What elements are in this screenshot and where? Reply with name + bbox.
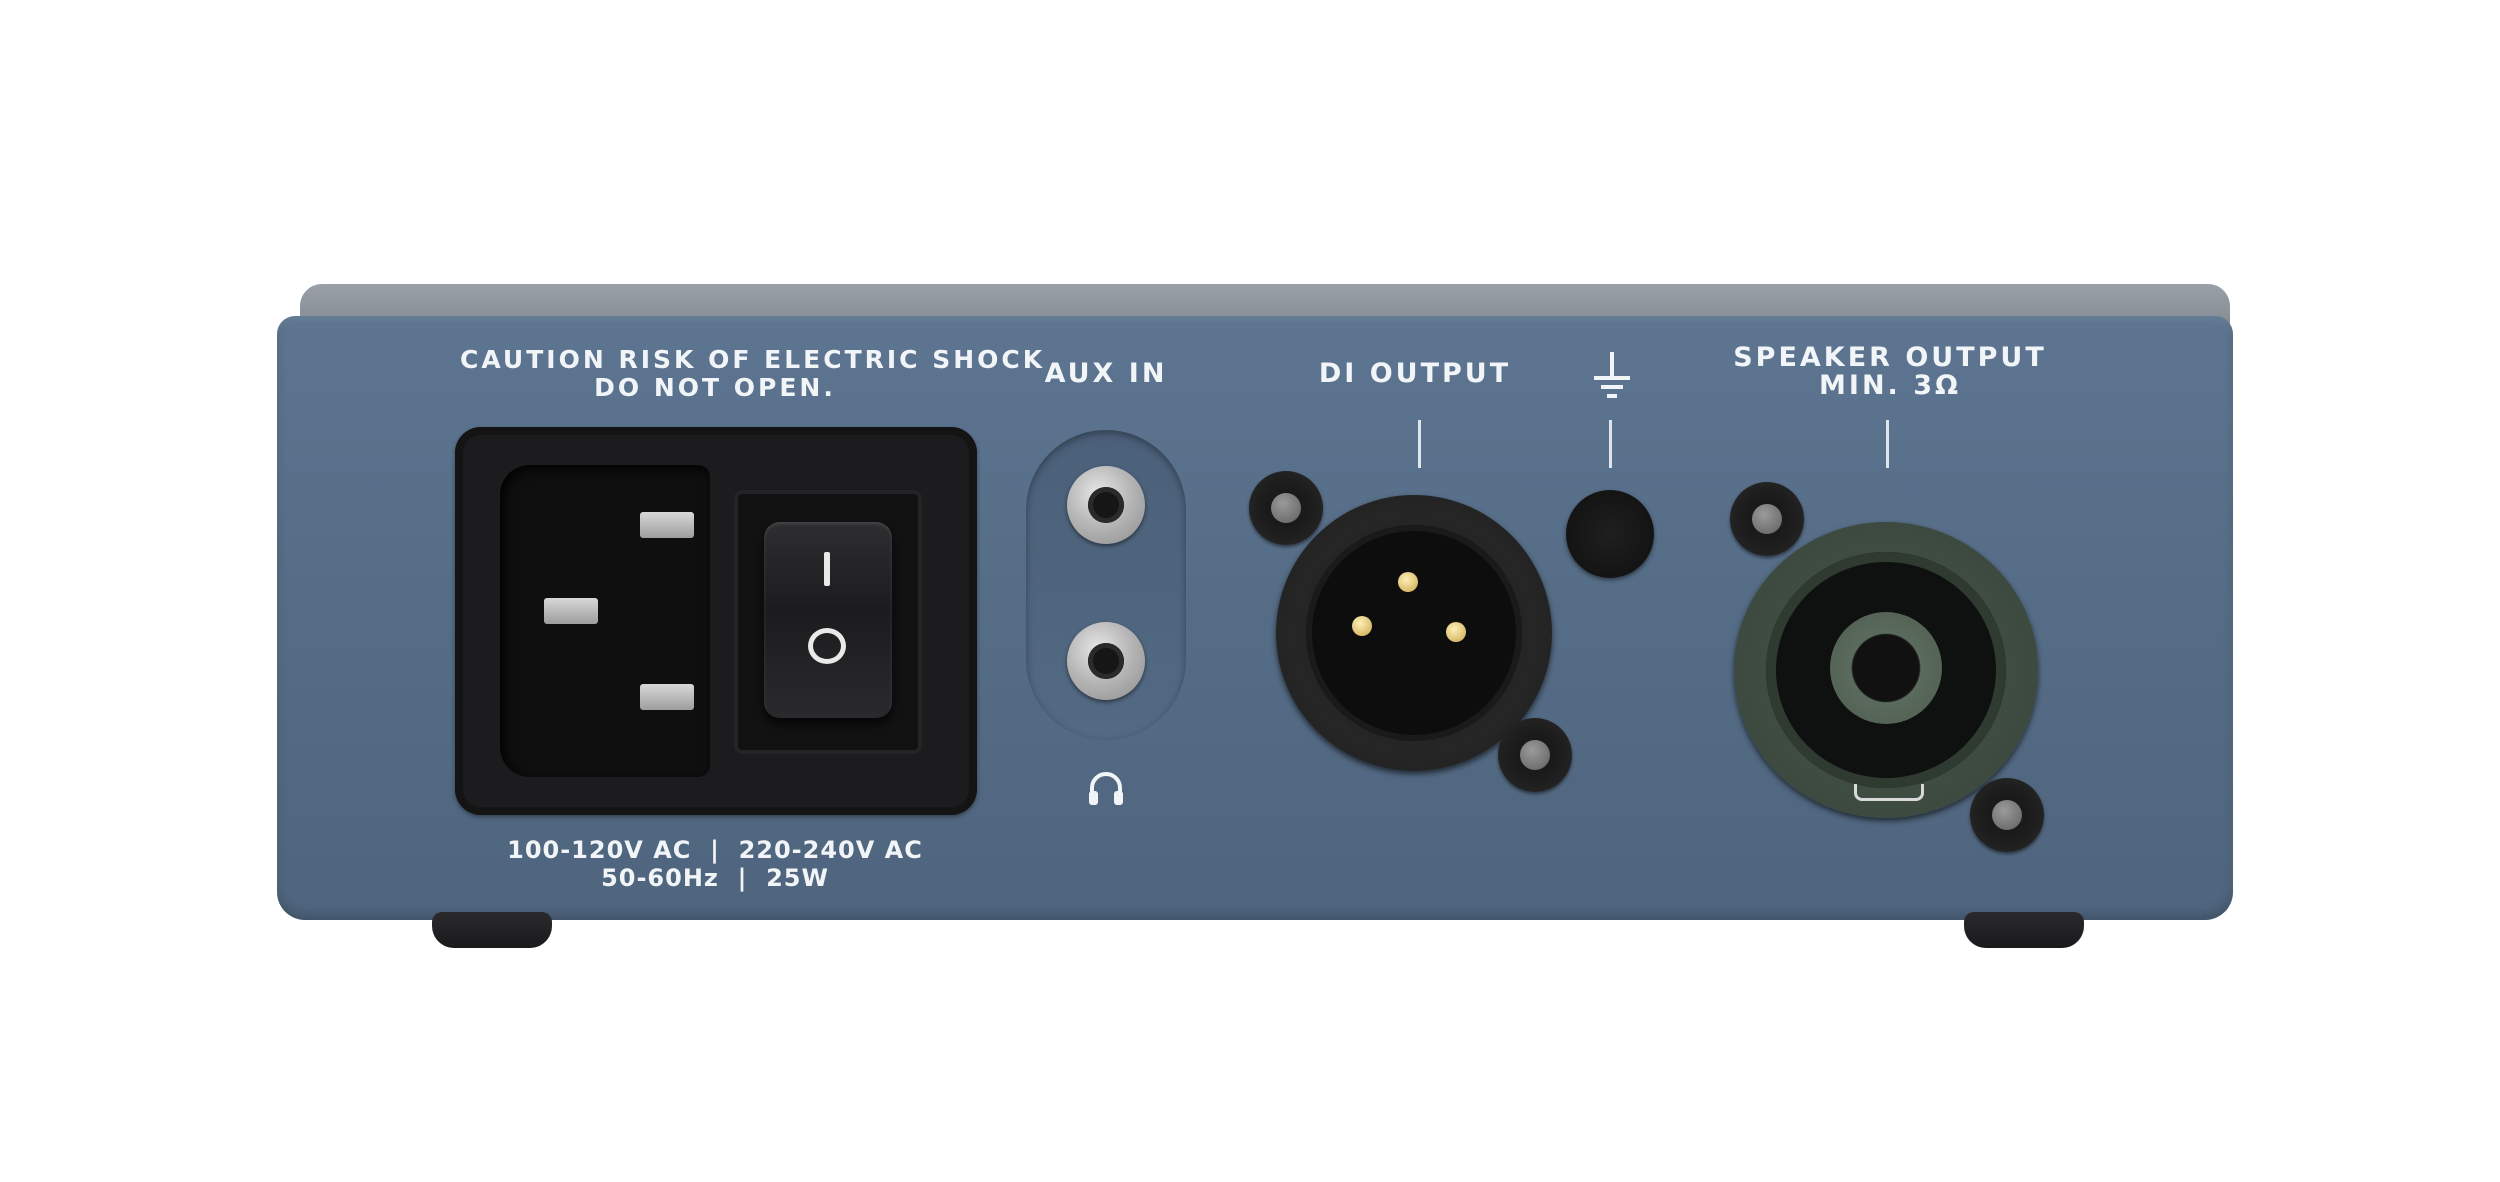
caution-text: RISK OF ELECTRIC SHOCK [606, 345, 1046, 374]
iec-pin-top [640, 512, 694, 538]
xlr-pin-3 [1446, 622, 1466, 642]
foot-right [1964, 912, 2084, 948]
speakon-screw-top [1730, 482, 1804, 556]
xlr-screw-top [1249, 471, 1323, 545]
power-rating-legend: 100-120V AC | 220-240V AC 50-60Hz | 25W [460, 836, 970, 892]
ground-icon [1592, 352, 1632, 402]
xlr-screw-bottom [1498, 718, 1572, 792]
headphone-jack[interactable] [1067, 622, 1145, 700]
ground-tick [1609, 420, 1612, 468]
speakon-screw-bottom [1970, 778, 2044, 852]
speakon-core [1830, 612, 1942, 724]
speaker-output-line-1: SPEAKER OUTPUT [1733, 342, 2047, 373]
speaker-output-line-2: MIN. 3Ω [1819, 370, 1961, 401]
xlr-pin-1 [1398, 572, 1418, 592]
speaker-output-tick [1886, 420, 1889, 468]
speakon-latch[interactable] [1854, 784, 1924, 801]
caution-line-1: CAUTION RISK OF ELECTRIC SHOCK [460, 345, 1042, 374]
foot-left [432, 912, 552, 948]
di-output-label: DI OUTPUT [1318, 358, 1512, 389]
caution-legend: CAUTION RISK OF ELECTRIC SHOCK DO NOT OP… [460, 345, 1042, 402]
caution-word: CAUTION [460, 345, 607, 374]
switch-off-mark [808, 628, 846, 664]
iec-pin-ground [544, 598, 598, 624]
caution-line-2: DO NOT OPEN. [594, 373, 836, 402]
power-rating-line-2: 50-60Hz | 25W [601, 864, 829, 892]
headphones-icon [1086, 768, 1126, 808]
speaker-output-label: SPEAKER OUTPUT MIN. 3Ω [1720, 344, 2060, 400]
aux-in-label: AUX IN [1044, 358, 1168, 389]
ground-lift-post[interactable] [1566, 490, 1654, 578]
xlr-insert [1306, 525, 1522, 741]
switch-on-mark [824, 552, 830, 586]
xlr-pin-2 [1352, 616, 1372, 636]
di-output-tick [1418, 420, 1421, 468]
iec-pin-bottom [640, 684, 694, 710]
aux-in-jack[interactable] [1067, 466, 1145, 544]
power-rating-line-1: 100-120V AC | 220-240V AC [507, 836, 923, 864]
